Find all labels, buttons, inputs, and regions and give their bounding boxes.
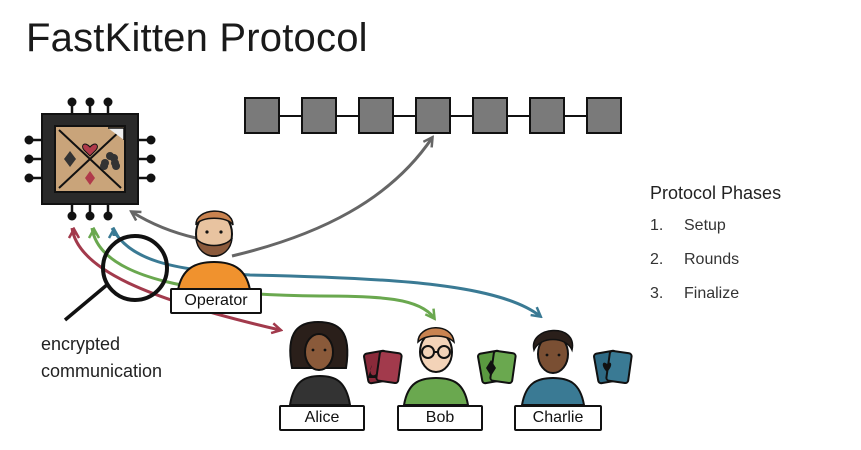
- phases-heading: Protocol Phases: [650, 183, 782, 203]
- alice-avatar: [288, 320, 352, 406]
- phase-item: 1. Setup: [650, 217, 781, 235]
- blockchain-icon: [244, 97, 622, 134]
- cards-heart-icon: [593, 349, 633, 385]
- encrypted-communication-label: encrypted communication: [41, 334, 163, 381]
- slide-title: FastKitten Protocol: [26, 16, 368, 60]
- phase-label: Finalize: [684, 285, 740, 302]
- bob-label: Bob: [397, 405, 483, 431]
- phase-number: 2.: [650, 251, 664, 268]
- charlie-avatar: [520, 329, 586, 406]
- bob-channel-arrow: [90, 227, 434, 318]
- phase-item: 3. Finalize: [650, 285, 781, 303]
- cards-spade-icon: [363, 349, 403, 385]
- enclave-chip-icon: [24, 97, 156, 221]
- operator-label: Operator: [170, 288, 262, 314]
- phase-number: 1.: [650, 217, 664, 234]
- bob-avatar: [402, 327, 470, 406]
- alice-label: Alice: [279, 405, 365, 431]
- phase-label: Setup: [684, 217, 726, 234]
- magnifier-icon: [63, 234, 169, 322]
- charlie-label: Charlie: [514, 405, 602, 431]
- alice-channel-arrow: [70, 227, 280, 330]
- protocol-phases: Protocol Phases 1. Setup 2. Rounds 3. Final…: [650, 183, 781, 319]
- operator-to-blockchain-arrow: [231, 138, 432, 258]
- cards-diamond-icon: [477, 349, 517, 385]
- operator-avatar: [176, 210, 252, 291]
- phase-number: 3.: [650, 285, 664, 302]
- phase-item: 2. Rounds: [650, 251, 781, 269]
- phase-label: Rounds: [684, 251, 740, 268]
- operator-to-enclave-arrow: [132, 212, 197, 240]
- charlie-channel-arrow: [110, 227, 540, 316]
